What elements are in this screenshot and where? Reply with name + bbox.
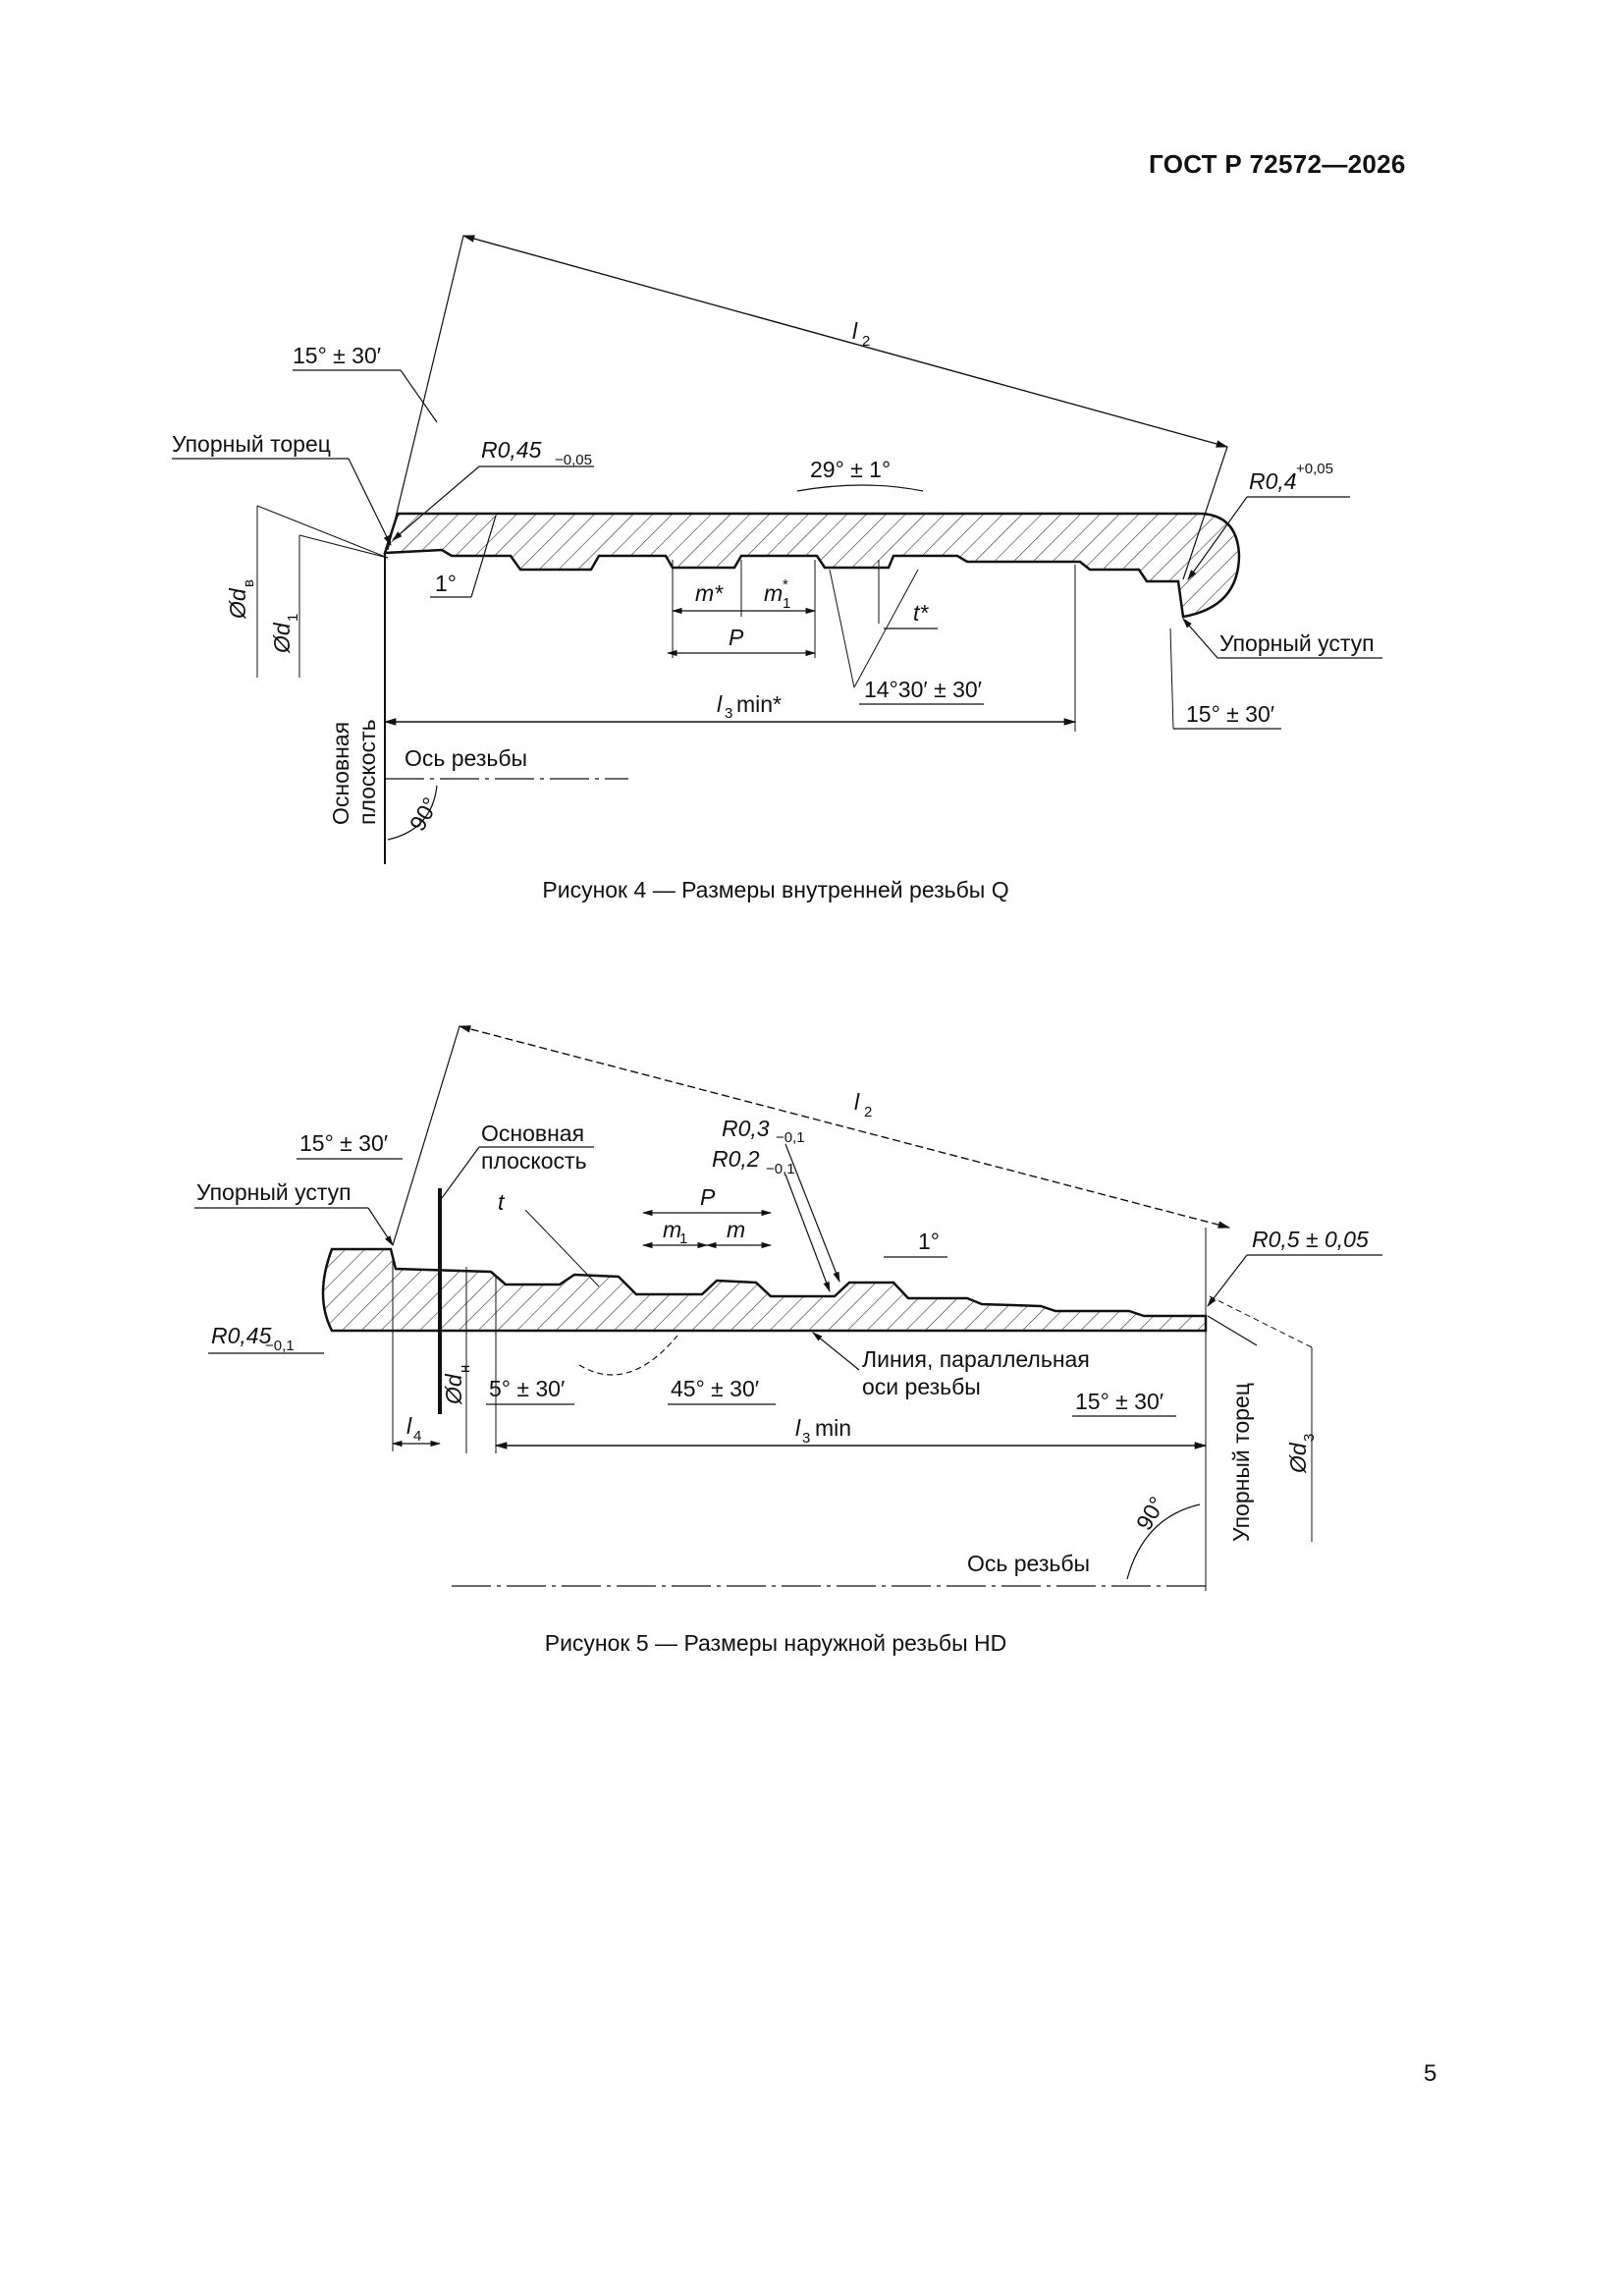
l3min-suffix: min* [736, 691, 782, 717]
r03-tol: −0,1 [776, 1129, 805, 1146]
angle-15-bottom: 15° ± 30′ [1186, 701, 1274, 727]
dn-label: Ød [441, 1373, 466, 1405]
l3min-hd-suffix: min [815, 1415, 851, 1441]
angle-45: 45° ± 30′ [671, 1376, 759, 1401]
l2-sub: 2 [862, 333, 870, 350]
r02-tol: −0,1 [766, 1161, 795, 1177]
os-rezby-label: Ось резьбы [405, 745, 527, 771]
thread-body [383, 512, 1241, 864]
upornyi-ustup-label: Упорный уступ [1219, 630, 1375, 656]
m1-hd-sub: 1 [679, 1230, 687, 1247]
m1-sup: * [783, 576, 788, 593]
t-label: t [498, 1189, 506, 1215]
r04-label: R0,4 [1249, 468, 1297, 494]
r03-label: R0,3 [722, 1116, 770, 1141]
angle-15-top-hd: 15° ± 30′ [299, 1130, 388, 1156]
r045-hd-tol: −0,1 [265, 1338, 295, 1354]
m1-hd-label: m [663, 1217, 681, 1242]
figure-5-caption: Рисунок 5 — Размеры наружной резьбы HD [544, 1630, 1007, 1656]
r045-tol: −0,05 [555, 452, 592, 468]
upornyi-torec-label: Упорный торец [172, 431, 331, 457]
osnovnaya-label: Основная [328, 722, 353, 825]
l3min-hd-sub: 3 [802, 1430, 810, 1447]
page-number: 5 [1424, 2060, 1437, 2087]
r05-label: R0,5 ± 0,05 [1252, 1227, 1369, 1252]
P-hd-label: P [700, 1184, 716, 1210]
m-star-label: m* [695, 580, 724, 606]
l4-label: l [406, 1413, 412, 1439]
angle-1: 1° [435, 571, 457, 596]
m-hd-label: m [727, 1217, 745, 1242]
figure-5-drawing: l 2 15° ± 30′ Основная плоскость R0,3 −0… [194, 1025, 1382, 1591]
angle-15-bottom-hd: 15° ± 30′ [1075, 1389, 1163, 1414]
angle-15-top: 15° ± 30′ [293, 343, 381, 368]
angle-29: 29° ± 1° [810, 457, 891, 482]
angle-90-hd: 90° [1131, 1492, 1170, 1534]
r045-label: R0,45 [481, 437, 542, 463]
d3-label: Ød [1285, 1442, 1311, 1474]
l3min-hd-label: l [795, 1415, 801, 1441]
l2-label: l [852, 318, 858, 344]
line-parallel-2: оси резьбы [862, 1374, 981, 1399]
l2-hd-label: l [854, 1089, 860, 1115]
d1-sub: 1 [285, 614, 301, 622]
figure-4-caption: Рисунок 4 — Размеры внутренней резьбы Q [542, 877, 1009, 902]
dv-label: Ød [225, 587, 250, 620]
l2-dimension: l 2 [387, 235, 1229, 580]
r045-hd-label: R0,45 [211, 1323, 272, 1348]
angle-90: 90° [405, 793, 444, 835]
line-parallel-1: Линия, параллельная [862, 1346, 1090, 1372]
figure-4-drawing: l 2 15° ± 30′ Упорный торец R0,45 −0,05 … [172, 235, 1382, 864]
l3min-sub: 3 [725, 705, 732, 722]
l4-sub: 4 [413, 1428, 421, 1445]
ploskost-label: плоскость [354, 719, 380, 825]
t-star-label: t* [913, 600, 929, 626]
r04-tol: +0,05 [1296, 461, 1333, 477]
angle-1-hd: 1° [918, 1229, 940, 1254]
r02-label: R0,2 [712, 1146, 760, 1172]
document-header: ГОСТ Р 72572—2026 [1149, 149, 1406, 179]
d3-sub: 3 [1301, 1434, 1318, 1442]
osnovnaya-hd: Основная [481, 1121, 584, 1146]
dn-sub: н [457, 1365, 473, 1373]
m1-sub: 1 [783, 595, 790, 612]
d1-label: Ød [269, 622, 295, 654]
ploskost-hd: плоскость [481, 1148, 587, 1174]
angle-5: 5° ± 30′ [489, 1376, 565, 1401]
thread-body-hd [321, 1188, 1208, 1414]
dv-sub: в [241, 579, 257, 587]
m1-star-label: m [764, 580, 783, 606]
os-rezby-hd: Ось резьбы [967, 1551, 1090, 1576]
angle-14: 14°30′ ± 30′ [864, 677, 982, 702]
l3min-label: l [717, 691, 723, 717]
P-label: P [729, 625, 744, 650]
l2-hd-sub: 2 [864, 1104, 872, 1121]
upornyi-ustup-hd: Упорный уступ [196, 1179, 352, 1205]
upornyi-torec-hd: Упорный торец [1228, 1383, 1254, 1542]
